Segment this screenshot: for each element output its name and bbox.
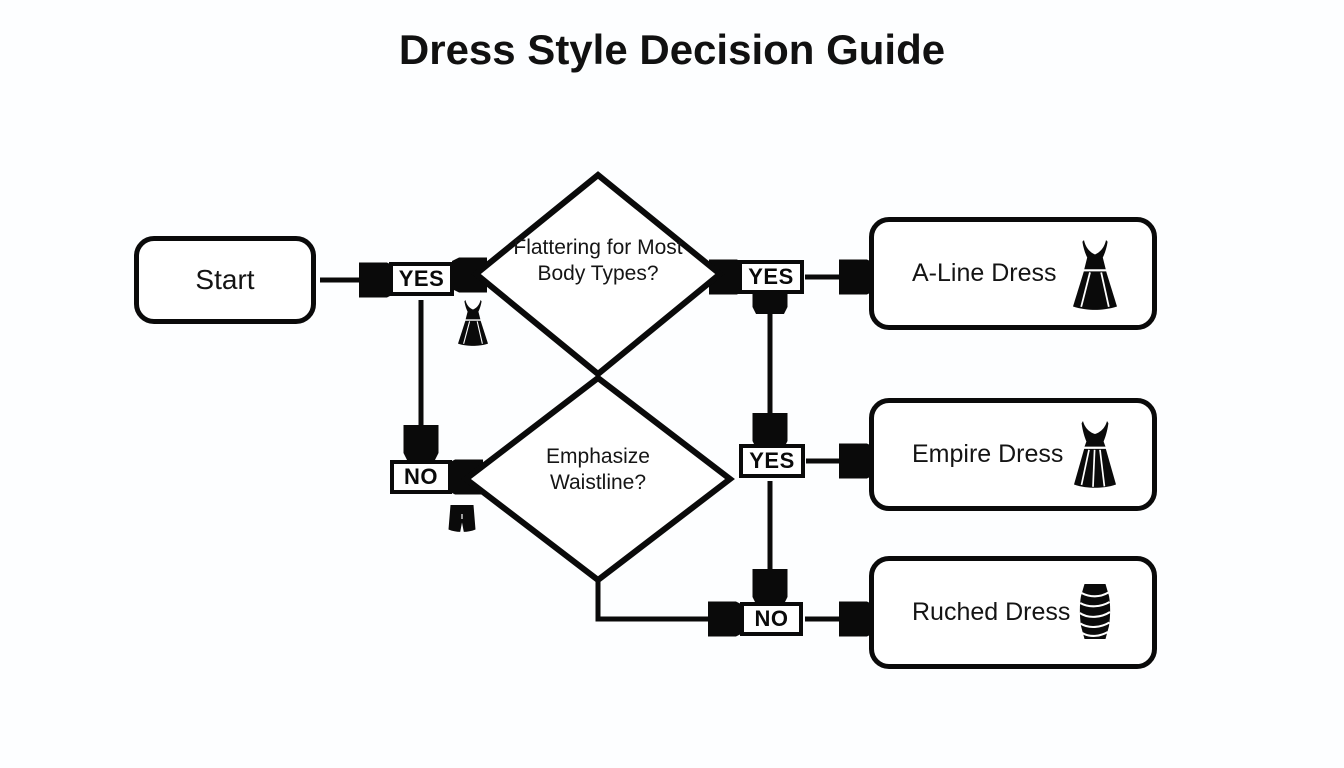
diamond-shape-1 <box>471 171 725 378</box>
edge-label-yes-start[interactable]: YES <box>389 262 454 296</box>
node-result-ruched-dress[interactable]: Ruched Dress <box>869 556 1157 669</box>
node-result-empire-dress-label: Empire Dress <box>912 440 1064 468</box>
edge-label-no-start[interactable]: NO <box>390 460 452 494</box>
edge-label-yes-flattering[interactable]: YES <box>738 260 804 294</box>
node-start-label: Start <box>195 264 255 295</box>
node-result-a-line-dress-label: A-Line Dress <box>912 259 1057 287</box>
edge-d2-to-no-bottom <box>595 580 735 619</box>
node-decision-waistline[interactable]: Emphasize Waistline? <box>448 374 735 584</box>
shorts-icon <box>448 505 476 534</box>
node-decision-waistline-line1: Emphasize <box>546 445 650 468</box>
node-start[interactable]: Start <box>134 236 316 324</box>
pleated-dress-icon <box>1074 420 1116 488</box>
flared-dress-icon <box>1073 239 1117 310</box>
node-decision-flattering-line2: Body Types? <box>537 262 659 285</box>
node-decision-flattering[interactable]: Flattering for Most Body Types? <box>458 171 725 378</box>
edge-label-no-waistline[interactable]: NO <box>740 602 803 636</box>
page-title: Dress Style Decision Guide <box>398 26 946 73</box>
edge-label-yes-waistline[interactable]: YES <box>739 444 805 478</box>
node-result-ruched-dress-label: Ruched Dress <box>912 598 1071 626</box>
node-result-empire-dress[interactable]: Empire Dress <box>869 398 1157 511</box>
node-decision-flattering-line1: Flattering for Most <box>513 236 683 259</box>
a-line-dress-icon <box>458 300 488 346</box>
node-decision-waistline-line2: Waistline? <box>549 471 647 494</box>
ruched-dress-icon <box>1079 583 1111 639</box>
node-result-a-line-dress[interactable]: A-Line Dress <box>869 217 1157 330</box>
diamond-shape-2 <box>461 374 735 584</box>
